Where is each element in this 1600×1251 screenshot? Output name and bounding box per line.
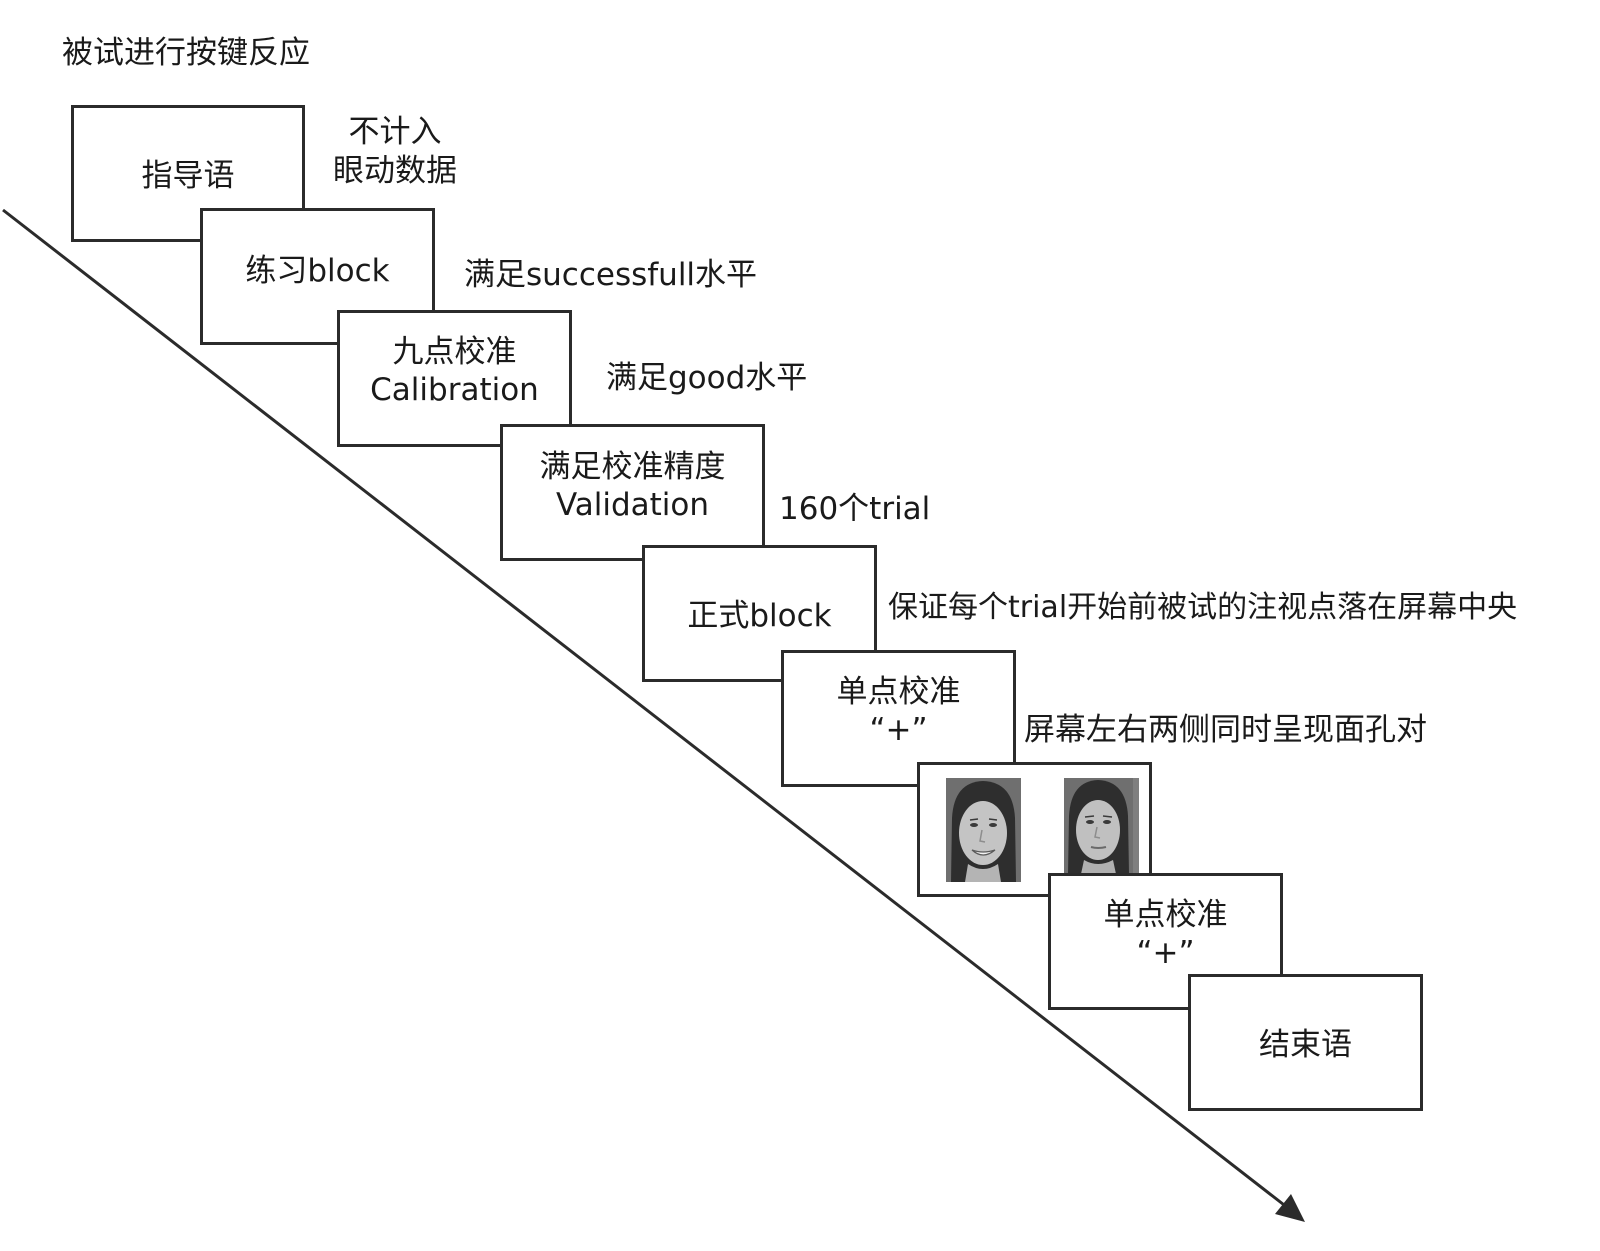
smiling-face-icon (946, 778, 1021, 882)
step-instructions: 指导语 (71, 105, 305, 242)
annotation-good-level-text: 满足good水平 (606, 360, 808, 396)
annotation-trial-count: 160个trial (779, 490, 930, 529)
step-calibration-line1: 九点校准 (392, 333, 517, 370)
annotation-good-level: 满足good水平 (606, 359, 807, 398)
step-ending-label: 结束语 (1259, 1026, 1352, 1063)
annotation-fixation-note: 保证每个trial开始前被试的注视点落在屏幕中央 (888, 589, 1517, 627)
neutral-face-icon (1064, 778, 1133, 874)
step-calibration-line2: Calibration (370, 371, 539, 408)
annotation-no-eye-data-line2: 眼动数据 (333, 152, 457, 189)
step-formal-label: 正式block (687, 597, 832, 634)
annotation-no-eye-data: 不计入 眼动数据 (333, 113, 457, 191)
annotation-face-pair-note-text: 屏幕左右两侧同时呈现面孔对 (1024, 712, 1427, 748)
smiling-face-photo (946, 778, 1021, 882)
step-drift2-line1: 单点校准 (1103, 896, 1228, 933)
timeline-arrowhead (1275, 1194, 1305, 1222)
step-drift2-line2: “+” (1136, 934, 1195, 971)
response-label: 被试进行按键反应 (62, 35, 310, 71)
annotation-face-pair-note: 屏幕左右两侧同时呈现面孔对 (1024, 711, 1427, 750)
step-validation-line2: Validation (555, 486, 710, 523)
step-drift1-line1: 单点校准 (836, 673, 961, 710)
step-formal-block: 正式block (642, 545, 877, 682)
annotation-successful-level: 满足successfull水平 (464, 256, 757, 295)
annotation-trial-count-text: 160个trial (779, 491, 931, 527)
step-ending: 结束语 (1188, 974, 1423, 1111)
annotation-successful-level-text: 满足successfull水平 (464, 257, 758, 293)
step-validation: 满足校准精度 Validation (500, 424, 765, 561)
step-instructions-label: 指导语 (141, 157, 235, 194)
timeline-line (2, 208, 1289, 1210)
step-validation-line1: 满足校准精度 (539, 448, 726, 485)
annotation-no-eye-data-line1: 不计入 (348, 114, 442, 150)
step-drift1-line2: “+” (869, 711, 928, 748)
step-practice-label: 练习block (245, 252, 390, 289)
annotation-fixation-note-text: 保证每个trial开始前被试的注视点落在屏幕中央 (888, 590, 1518, 625)
neutral-face-photo (1064, 778, 1139, 882)
